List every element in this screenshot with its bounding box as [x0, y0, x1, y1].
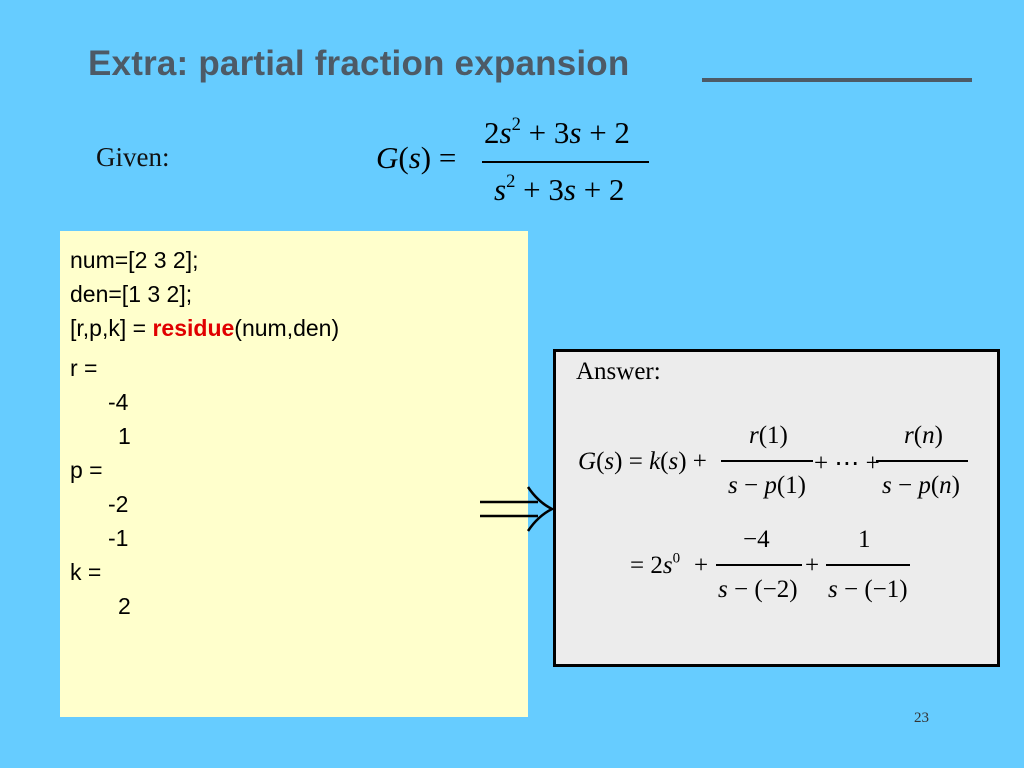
output-label-p: p = — [70, 457, 103, 483]
output-label-r: r = — [70, 355, 98, 381]
slide-title: Extra: partial fraction expansion — [88, 44, 630, 83]
title-underline — [702, 78, 972, 82]
code-line: num=[2 3 2]; — [70, 247, 199, 273]
given-denominator: s2 + 3s + 2 — [494, 170, 625, 207]
answer-row2-lhs: = 2s0 — [630, 550, 681, 579]
code-text: [r,p,k] = — [70, 315, 153, 341]
fraction-bar — [721, 460, 813, 462]
given-label: Given: — [96, 142, 170, 172]
answer-row1-frac2-num: r(n) — [904, 422, 943, 449]
code-text: (num,den) — [234, 315, 340, 341]
residue-keyword: residue — [152, 315, 235, 341]
answer-row2-plus: + — [805, 552, 820, 579]
output-value: 1 — [118, 423, 131, 449]
page-number: 23 — [914, 710, 929, 726]
given-lhs: G(s) = — [376, 140, 457, 175]
output-value: -4 — [108, 389, 129, 415]
answer-row2-frac2-num: 1 — [858, 526, 871, 553]
answer-label: Answer: — [576, 358, 661, 385]
given-fraction-bar — [482, 161, 649, 163]
answer-row2-plus: + — [694, 552, 709, 579]
output-label-k: k = — [70, 559, 102, 585]
implies-arrow-icon — [478, 484, 555, 539]
output-value: -2 — [108, 491, 129, 517]
matlab-code-box: num=[2 3 2]; den=[1 3 2]; [r,p,k] = resi… — [60, 231, 528, 717]
answer-row1-lhs: G(s) = k(s) + — [578, 448, 707, 475]
code-line-residue: [r,p,k] = residue(num,den) — [70, 311, 528, 345]
answer-row2-frac1-num: −4 — [743, 526, 770, 553]
fraction-bar — [826, 564, 910, 566]
given-numerator: 2s2 + 3s + 2 — [484, 113, 630, 150]
output-value: -1 — [108, 525, 129, 551]
answer-row1-frac1-den: s − p(1) — [728, 472, 806, 499]
answer-row2-frac2-den: s − (−1) — [828, 576, 908, 603]
output-value: 2 — [118, 593, 131, 619]
answer-box: Answer: G(s) = k(s) + r(1) s − p(1) + ⋯ … — [553, 349, 1000, 667]
answer-row1-frac1-num: r(1) — [749, 422, 788, 449]
code-line: den=[1 3 2]; — [70, 281, 193, 307]
fraction-bar — [716, 564, 802, 566]
answer-row1-mid: + ⋯ + — [814, 450, 880, 477]
fraction-bar — [876, 460, 968, 462]
answer-row2-frac1-den: s − (−2) — [718, 576, 798, 603]
answer-row1-frac2-den: s − p(n) — [882, 472, 960, 499]
